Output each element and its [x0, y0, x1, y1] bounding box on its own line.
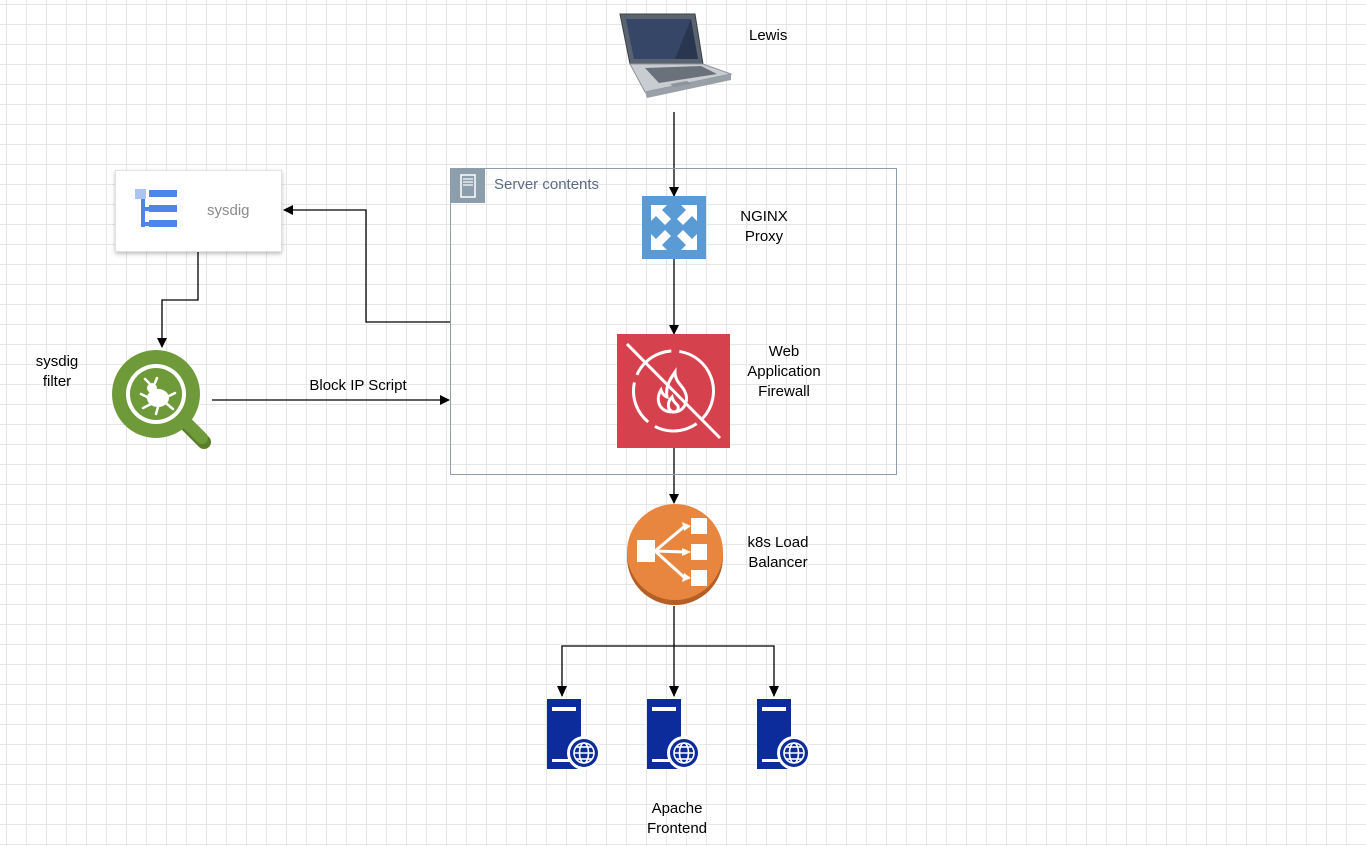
block-ip-script-label: Block IP Script: [309, 377, 407, 394]
server-contents-group: [450, 168, 897, 475]
laptop-icon: [615, 12, 733, 103]
web-server-icon-1: [547, 699, 603, 776]
edge-sysdig-filter: [157, 252, 199, 348]
apache-label-line2: Frontend: [646, 820, 708, 837]
nginx-label-line1: NGINX: [740, 208, 788, 225]
apache-label-line1: Apache: [651, 800, 703, 817]
user-label: Lewis: [749, 27, 788, 44]
sysdig-label: sysdig: [207, 202, 250, 219]
web-server-icon-3: [757, 699, 813, 776]
sysdig-node: sysdig: [115, 170, 282, 252]
waf-label: Web Application Firewall: [730, 342, 838, 402]
waf-label-line1: Web: [768, 343, 800, 360]
waf-label-line3: Firewall: [758, 383, 810, 400]
waf-label-line2: Application: [747, 363, 821, 380]
lb-label-line1: k8s Load: [747, 534, 809, 551]
lb-label: k8s Load Balancer: [738, 533, 818, 573]
server-rack-icon: [451, 169, 485, 203]
edge-group-sysdig: [283, 205, 450, 323]
list-tree-icon: [135, 189, 179, 236]
sysdig-filter-label: sysdig filter: [22, 352, 92, 392]
nginx-proxy-icon: [642, 196, 706, 264]
nginx-label: NGINX Proxy: [732, 207, 796, 247]
group-title: Server contents: [494, 176, 600, 193]
edge-lb-servers: [561, 606, 775, 696]
nginx-label-line2: Proxy: [744, 228, 784, 245]
bug-search-icon: [112, 350, 212, 455]
lb-label-line2: Balancer: [748, 554, 808, 571]
firewall-icon: [617, 334, 730, 453]
sysdig-filter-label-line1: sysdig: [35, 353, 79, 370]
apache-label: Apache Frontend: [632, 799, 722, 839]
load-balancer-icon: [625, 504, 725, 611]
sysdig-filter-label-line2: filter: [42, 373, 72, 390]
web-server-icon-2: [647, 699, 703, 776]
